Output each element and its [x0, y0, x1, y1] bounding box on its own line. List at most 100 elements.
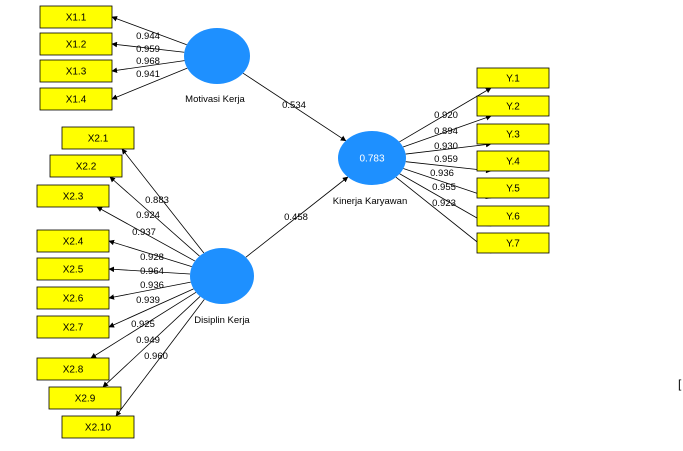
- construct-ellipse: [338, 131, 406, 185]
- construct-ellipse: [184, 28, 250, 84]
- loading-value-y-1: 0.920: [434, 110, 458, 121]
- loading-value-x2-10: 0.960: [144, 351, 168, 362]
- loading-value-x2-7: 0.939: [136, 295, 160, 306]
- loading-edge-x1-4: [111, 67, 188, 100]
- loading-edge-x2-7: [108, 288, 194, 328]
- loading-edge-x2-8: [90, 291, 197, 359]
- loading-edge-x2-9: [102, 296, 201, 388]
- indicator-box: [36, 229, 110, 253]
- loading-edge-x2-3: [96, 206, 196, 262]
- indicator-x2-2[interactable]: X2.2: [49, 154, 123, 178]
- indicator-box: [476, 150, 550, 172]
- loading-value-x1-1: 0.944: [136, 31, 160, 42]
- indicator-label: Y.4: [506, 157, 520, 168]
- indicator-x2-9[interactable]: X2.9: [48, 386, 122, 410]
- indicator-x1-2[interactable]: X1.2: [39, 32, 113, 56]
- indicator-x2-6[interactable]: X2.6: [36, 286, 110, 310]
- indicator-x2-10[interactable]: X2.10: [61, 415, 135, 439]
- loading-edge-x1-2: [111, 41, 185, 53]
- r-squared-value: 0.783: [359, 154, 384, 165]
- construct-motivasi[interactable]: Motivasi Kerja: [184, 28, 250, 105]
- construct-disiplin[interactable]: Disiplin Kerja: [190, 248, 254, 326]
- loading-edge-x2-10: [115, 299, 205, 417]
- indicator-x1-3[interactable]: X1.3: [39, 59, 113, 83]
- path-coefficient-motivasi-kinerja: 0.534: [282, 100, 306, 111]
- loading-edge-x2-5: [108, 266, 191, 275]
- indicator-label: X2.1: [88, 134, 109, 145]
- indicator-label: X2.10: [85, 423, 112, 434]
- loading-edge-y-1: [399, 87, 492, 143]
- loading-value-x2-9: 0.949: [136, 335, 160, 346]
- indicator-box: [48, 386, 122, 410]
- indicator-box: [36, 315, 110, 339]
- loading-value-x2-8: 0.925: [131, 319, 155, 330]
- loading-value-y-4: 0.959: [434, 154, 458, 165]
- loading-edge-x1-3: [111, 60, 185, 74]
- indicator-box: [36, 357, 110, 381]
- indicator-box: [36, 257, 110, 281]
- loading-value-y-2: 0.894: [434, 126, 458, 137]
- indicator-box: [39, 59, 113, 83]
- loading-edge-x2-4: [108, 239, 192, 268]
- indicator-x2-1[interactable]: X2.1: [61, 126, 135, 150]
- loading-value-y-6: 0.955: [432, 182, 456, 193]
- loading-value-y-3: 0.930: [434, 141, 458, 152]
- indicator-y-2[interactable]: Y.2: [476, 95, 550, 117]
- indicator-box: [49, 154, 123, 178]
- indicator-x2-8[interactable]: X2.8: [36, 357, 110, 381]
- indicator-box: [36, 286, 110, 310]
- loading-value-x2-6: 0.936: [140, 280, 164, 291]
- loading-value-x2-4: 0.928: [140, 252, 164, 263]
- loading-edge-y-7: [395, 176, 492, 254]
- indicator-label: X1.3: [66, 67, 87, 78]
- loading-edge-x2-1: [121, 148, 205, 254]
- indicator-y-1[interactable]: Y.1: [476, 67, 550, 89]
- construct-label: Kinerja Karyawan: [333, 196, 407, 207]
- indicator-y-7[interactable]: Y.7: [476, 232, 550, 254]
- indicator-box: [476, 232, 550, 254]
- path-edge-disiplin-kinerja: [245, 176, 349, 258]
- indicator-label: Y.1: [506, 74, 520, 85]
- indicator-y-3[interactable]: Y.3: [476, 123, 550, 145]
- construct-ellipse: [190, 248, 254, 304]
- loading-value-x2-3: 0.937: [132, 227, 156, 238]
- loading-value-y-5: 0.936: [430, 168, 454, 179]
- loading-edge-x2-6: [108, 281, 191, 300]
- indicator-label: Y.2: [506, 102, 520, 113]
- indicator-x2-5[interactable]: X2.5: [36, 257, 110, 281]
- loading-edge-y-2: [402, 115, 492, 148]
- loading-edge-y-5: [403, 168, 492, 200]
- indicator-label: X2.5: [63, 265, 84, 276]
- indicator-label: Y.6: [506, 212, 520, 223]
- indicator-box: [476, 205, 550, 227]
- indicator-label: X1.2: [66, 40, 87, 51]
- path-coefficient-disiplin-kinerja: 0.458: [284, 212, 308, 223]
- indicator-x2-4[interactable]: X2.4: [36, 229, 110, 253]
- indicator-box: [476, 67, 550, 89]
- path-edge-motivasi-kinerja: [242, 72, 347, 142]
- indicator-label: X2.6: [63, 294, 84, 305]
- indicator-label: X2.7: [63, 323, 84, 334]
- indicator-x1-4[interactable]: X1.4: [39, 87, 113, 111]
- indicator-x1-1[interactable]: X1.1: [39, 5, 113, 29]
- indicator-label: X1.4: [66, 95, 87, 106]
- edges-layer: [90, 16, 492, 417]
- loading-edge-y-6: [399, 173, 492, 227]
- indicator-label: X2.8: [63, 365, 84, 376]
- indicator-y-6[interactable]: Y.6: [476, 205, 550, 227]
- loading-value-x1-2: 0.959: [136, 44, 160, 55]
- loading-value-x1-4: 0.941: [136, 69, 160, 80]
- indicator-box: [61, 415, 135, 439]
- loading-value-x2-5: 0.964: [140, 266, 164, 277]
- loading-edge-x1-1: [111, 16, 187, 46]
- indicator-label: X2.4: [63, 237, 84, 248]
- indicator-label: X2.3: [63, 192, 84, 203]
- indicator-x2-3[interactable]: X2.3: [36, 184, 110, 208]
- indicator-y-5[interactable]: Y.5: [476, 177, 550, 199]
- indicator-x2-7[interactable]: X2.7: [36, 315, 110, 339]
- indicator-box: [476, 123, 550, 145]
- indicator-y-4[interactable]: Y.4: [476, 150, 550, 172]
